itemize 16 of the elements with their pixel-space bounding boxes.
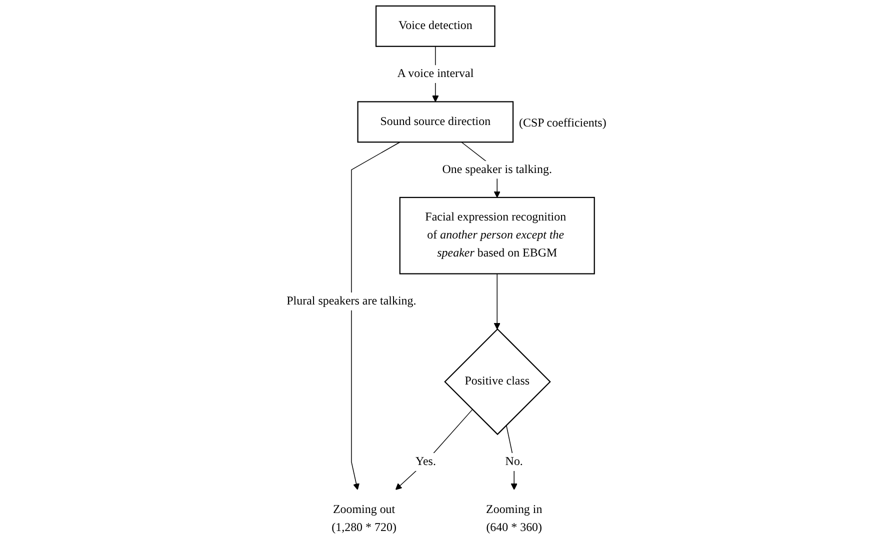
edge-label: Yes. xyxy=(416,455,436,468)
edge-label: One speaker is talking. xyxy=(442,163,552,176)
edge-label: A voice interval xyxy=(397,67,474,80)
node-text: Zooming in (640 * 360) xyxy=(486,503,542,534)
node-box: Sound source direction xyxy=(357,101,514,143)
node-note: (CSP coefficients) xyxy=(519,115,606,130)
node-text: Zooming out (1,280 * 720) xyxy=(332,503,396,534)
arrow xyxy=(351,142,400,490)
edge-label: No. xyxy=(505,455,523,468)
node-box: Facial expression recognition of another person except the speaker based on EBGM xyxy=(399,196,595,274)
arrow xyxy=(506,424,518,490)
edge-label: Plural speakers are talking. xyxy=(286,294,416,308)
arrow xyxy=(395,409,473,490)
node-box: Voice detection xyxy=(375,5,496,47)
node-diamond: Positive class xyxy=(444,328,551,436)
arrow xyxy=(494,273,500,330)
